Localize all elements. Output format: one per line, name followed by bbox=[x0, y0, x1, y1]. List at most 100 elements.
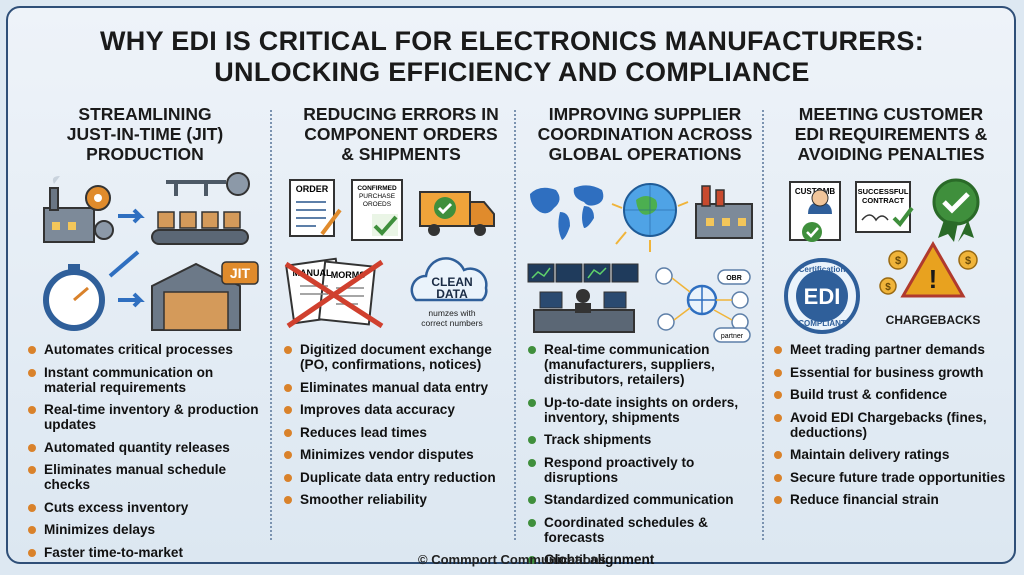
svg-text:CONFIRMED: CONFIRMED bbox=[357, 185, 397, 192]
svg-text:CLEAN: CLEAN bbox=[431, 275, 472, 289]
column-jit: STREAMLINING JUST-IN-TIME (JIT) PRODUCTI… bbox=[26, 104, 264, 560]
list-item: Coordinated schedules & forecasts bbox=[526, 515, 762, 545]
errors-illustration: ORDER CONFIRMED PURCHASE OROEDS bbox=[282, 174, 520, 344]
chargeback-warning-icon: $ $ $ ! CHARGEBACKS bbox=[879, 240, 981, 327]
cross-out-icon bbox=[284, 259, 384, 329]
edi-compliant-seal-icon: Certification EDI COMPLIANT bbox=[784, 258, 860, 334]
benefit-list: Automates critical processes Instant com… bbox=[26, 342, 262, 567]
list-item: Global alignment bbox=[526, 552, 762, 567]
list-item: Real-time inventory & production updates bbox=[26, 402, 262, 432]
confirmed-document-icon: CONFIRMED PURCHASE OROEDS bbox=[351, 179, 403, 241]
column-divider bbox=[762, 110, 765, 540]
connection-lines bbox=[611, 201, 689, 252]
title-line-1: WHY EDI IS CRITICAL FOR ELECTRONICS MANU… bbox=[99, 26, 924, 56]
benefit-list: Meet trading partner demands Essential f… bbox=[772, 342, 1008, 515]
svg-text:OROEDS: OROEDS bbox=[363, 201, 392, 208]
svg-text:MANUAL: MANUAL bbox=[293, 268, 332, 278]
svg-text:DATA: DATA bbox=[436, 287, 468, 301]
column-divider bbox=[514, 110, 517, 540]
badge-check-icon bbox=[932, 178, 980, 242]
list-item: Respond proactively to disruptions bbox=[526, 455, 762, 485]
column-errors: REDUCING ERRORS IN COMPONENT ORDERS & SH… bbox=[282, 104, 520, 507]
column-heading: REDUCING ERRORS IN COMPONENT ORDERS & SH… bbox=[303, 104, 499, 164]
svg-text:ORDER: ORDER bbox=[296, 184, 329, 194]
check-icon bbox=[892, 206, 914, 228]
svg-text:$: $ bbox=[885, 282, 891, 293]
svg-text:numzes with: numzes with bbox=[428, 308, 476, 318]
list-item: Meet trading partner demands bbox=[772, 342, 1008, 357]
svg-text:MORMS: MORMS bbox=[331, 270, 366, 280]
list-item: Improves data accuracy bbox=[282, 402, 518, 417]
list-item: Minimizes delays bbox=[26, 522, 262, 537]
list-item: Smoother reliability bbox=[282, 492, 518, 507]
list-item: Minimizes vendor disputes bbox=[282, 447, 518, 462]
jit-badge: JIT bbox=[230, 265, 251, 281]
compliance-illustration: CUSTOMB SUCCESSFUL CONTRACT bbox=[772, 174, 1010, 344]
list-item: Eliminates manual schedule checks bbox=[26, 462, 262, 492]
conveyor-icon bbox=[151, 172, 250, 245]
factory-icon bbox=[43, 176, 95, 243]
arrow-down-left-icon bbox=[108, 250, 140, 278]
arrow-right-icon bbox=[118, 292, 145, 308]
column-compliance: MEETING CUSTOMER EDI REQUIREMENTS & AVOI… bbox=[772, 104, 1010, 507]
list-item: Track shipments bbox=[526, 432, 762, 447]
column-heading: MEETING CUSTOMER EDI REQUIREMENTS & AVOI… bbox=[794, 104, 988, 164]
benefit-list: Real-time communication (manufacturers, … bbox=[526, 342, 762, 575]
column-suppliers: IMPROVING SUPPLIER COORDINATION ACROSS G… bbox=[526, 104, 764, 567]
list-item: Digitized document exchange (PO, confirm… bbox=[282, 342, 518, 372]
truck-icon bbox=[419, 191, 495, 236]
list-item: Faster time-to-market bbox=[26, 545, 262, 560]
svg-text:CONTRACT: CONTRACT bbox=[862, 196, 904, 205]
stopwatch-icon bbox=[43, 264, 105, 331]
svg-text:CHARGEBACKS: CHARGEBACKS bbox=[886, 313, 981, 327]
column-heading: IMPROVING SUPPLIER COORDINATION ACROSS G… bbox=[537, 104, 753, 164]
list-item: Maintain delivery ratings bbox=[772, 447, 1008, 462]
contract-document-icon: SUCCESSFUL CONTRACT bbox=[855, 181, 914, 233]
page-title: WHY EDI IS CRITICAL FOR ELECTRONICS MANU… bbox=[0, 26, 1024, 88]
list-item: Build trust & confidence bbox=[772, 387, 1008, 402]
svg-text:COMPLIANT: COMPLIANT bbox=[798, 319, 846, 328]
svg-text:$: $ bbox=[965, 255, 971, 267]
list-item: Instant communication on material requir… bbox=[26, 365, 262, 395]
svg-text:Certification: Certification bbox=[799, 265, 846, 274]
copyright-footer: © Commport Communications bbox=[418, 552, 606, 567]
svg-text:PURCHASE: PURCHASE bbox=[359, 193, 396, 200]
svg-text:!: ! bbox=[929, 264, 938, 294]
svg-text:correct numbers: correct numbers bbox=[421, 318, 482, 328]
gear-icon bbox=[85, 185, 114, 240]
order-document-icon: ORDER bbox=[289, 179, 342, 237]
benefit-list: Digitized document exchange (PO, confirm… bbox=[282, 342, 518, 515]
svg-text:EDI: EDI bbox=[804, 284, 841, 309]
list-item: Reduces lead times bbox=[282, 425, 518, 440]
list-item: Secure future trade opportunities bbox=[772, 470, 1008, 485]
network-globe-icon: OBR partner bbox=[655, 267, 751, 343]
list-item: Reduce financial strain bbox=[772, 492, 1008, 507]
list-item: Duplicate data entry reduction bbox=[282, 470, 518, 485]
title-line-2: UNLOCKING EFFICIENCY AND COMPLIANCE bbox=[214, 57, 810, 87]
list-item: Essential for business growth bbox=[772, 365, 1008, 380]
factory-icon bbox=[695, 185, 753, 239]
arrow-right-icon bbox=[118, 208, 145, 224]
svg-text:$: $ bbox=[895, 255, 901, 267]
suppliers-illustration: OBR partner bbox=[526, 174, 764, 344]
list-item: Automates critical processes bbox=[26, 342, 262, 357]
check-icon bbox=[373, 215, 398, 236]
jit-illustration: JIT bbox=[26, 172, 264, 344]
world-map-icon bbox=[530, 185, 604, 240]
clean-data-cloud-icon: CLEAN DATA numzes with correct numbers bbox=[410, 257, 488, 328]
globe-icon bbox=[623, 183, 677, 237]
list-item: Cuts excess inventory bbox=[26, 500, 262, 515]
svg-text:SUCCESSFUL: SUCCESSFUL bbox=[858, 187, 909, 196]
customer-document-icon: CUSTOMB bbox=[789, 181, 841, 242]
list-item: Avoid EDI Chargebacks (fines, deductions… bbox=[772, 410, 1008, 440]
column-divider bbox=[270, 110, 273, 540]
node-label: partner bbox=[721, 333, 744, 340]
warehouse-icon: JIT bbox=[151, 261, 259, 331]
control-room-icon bbox=[527, 263, 639, 333]
list-item: Real-time communication (manufacturers, … bbox=[526, 342, 762, 387]
list-item: Eliminates manual data entry bbox=[282, 380, 518, 395]
list-item: Automated quantity releases bbox=[26, 440, 262, 455]
list-item: Standardized communication bbox=[526, 492, 762, 507]
manual-forms-icon: MANUAL MORMS bbox=[284, 257, 384, 329]
column-heading: STREAMLINING JUST-IN-TIME (JIT) PRODUCTI… bbox=[66, 104, 224, 164]
